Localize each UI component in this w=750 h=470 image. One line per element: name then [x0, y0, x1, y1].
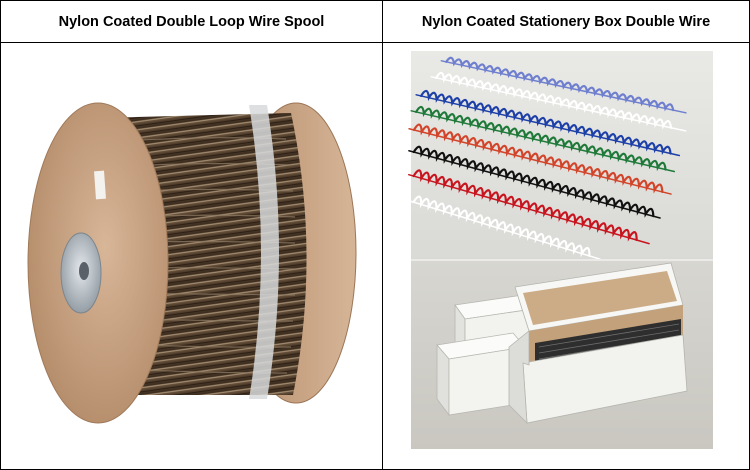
box-wire-image	[407, 51, 713, 449]
colored-wire-rows	[407, 56, 687, 260]
column-header-box-wire: Nylon Coated Stationery Box Double Wire	[383, 1, 749, 43]
column-header-spool: Nylon Coated Double Loop Wire Spool	[1, 1, 383, 43]
spool-image-cell	[1, 43, 383, 469]
open-box	[508, 262, 688, 425]
wire-spool-image	[27, 102, 357, 424]
box-wire-image-cell	[383, 43, 749, 469]
spool-silver-tape	[249, 105, 279, 399]
small-box-front	[436, 332, 526, 417]
spool-label	[94, 170, 106, 200]
spool-hub-hole	[79, 262, 89, 280]
